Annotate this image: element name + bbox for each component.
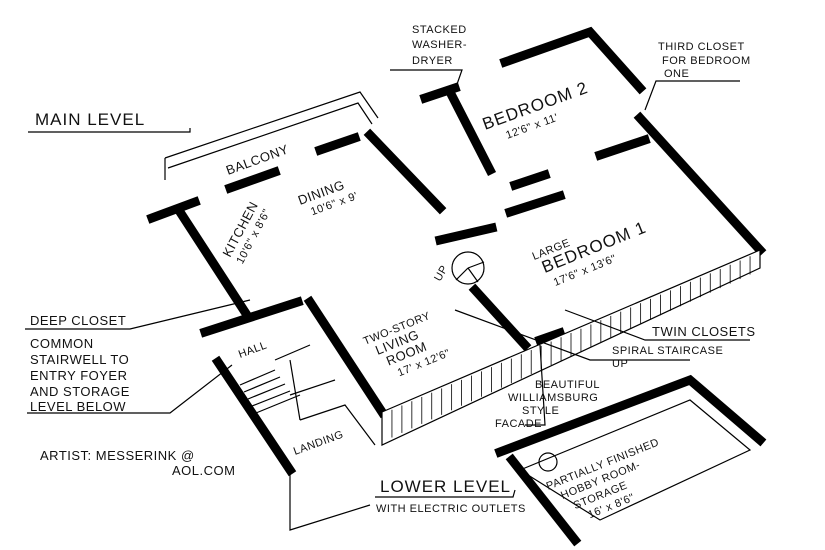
artist-credit-line2: AOL.COM: [172, 463, 235, 478]
stairwell-callout-5: LEVEL BELOW: [30, 399, 126, 414]
artist-credit-line1: ARTIST: MESSERINK @: [40, 448, 195, 463]
main-level-title: MAIN LEVEL: [35, 110, 145, 129]
up-label: UP: [432, 263, 451, 283]
third-closet-callout-1: THIRD CLOSET: [658, 41, 745, 53]
facade-callout-3: STYLE: [522, 405, 559, 417]
lower-level-box: [494, 374, 767, 547]
lower-level-subtitle: WITH ELECTRIC OUTLETS: [376, 503, 526, 515]
lower-level-title: LOWER LEVEL: [380, 477, 511, 496]
spiral-callout-2: UP: [612, 358, 628, 370]
spiral-staircase: [451, 251, 485, 285]
stairwell-callout-1: COMMON: [30, 336, 94, 351]
hall-label: HALL: [237, 339, 269, 360]
deep-closet-callout: DEEP CLOSET: [30, 313, 126, 328]
leader-lines: [25, 69, 750, 498]
stairwell-callout-3: ENTRY FOYER: [30, 368, 127, 383]
washer-callout-1: STACKED: [412, 24, 467, 36]
stairwell-callout-2: STAIRWELL TO: [30, 352, 129, 367]
stairwell-callout-4: AND STORAGE: [30, 384, 130, 399]
facade-callout-1: BEAUTIFUL: [535, 379, 600, 391]
stairwell-stairs: [239, 344, 376, 531]
twin-closets-callout: TWIN CLOSETS: [652, 324, 756, 339]
washer-callout-2: WASHER-: [412, 39, 467, 51]
washer-callout-3: DRYER: [412, 55, 453, 67]
balcony-railing: [164, 91, 379, 180]
third-closet-callout-2: FOR BEDROOM: [662, 55, 751, 67]
facade-callout-2: WILLIAMSBURG: [508, 392, 598, 404]
spiral-callout-1: SPIRAL STAIRCASE: [612, 345, 723, 357]
walls: [146, 26, 767, 477]
landing-label: LANDING: [292, 429, 345, 458]
third-closet-callout-3: ONE: [664, 68, 689, 80]
balcony-label: BALCONY: [224, 141, 291, 178]
facade-callout-4: FACADE: [495, 418, 542, 430]
